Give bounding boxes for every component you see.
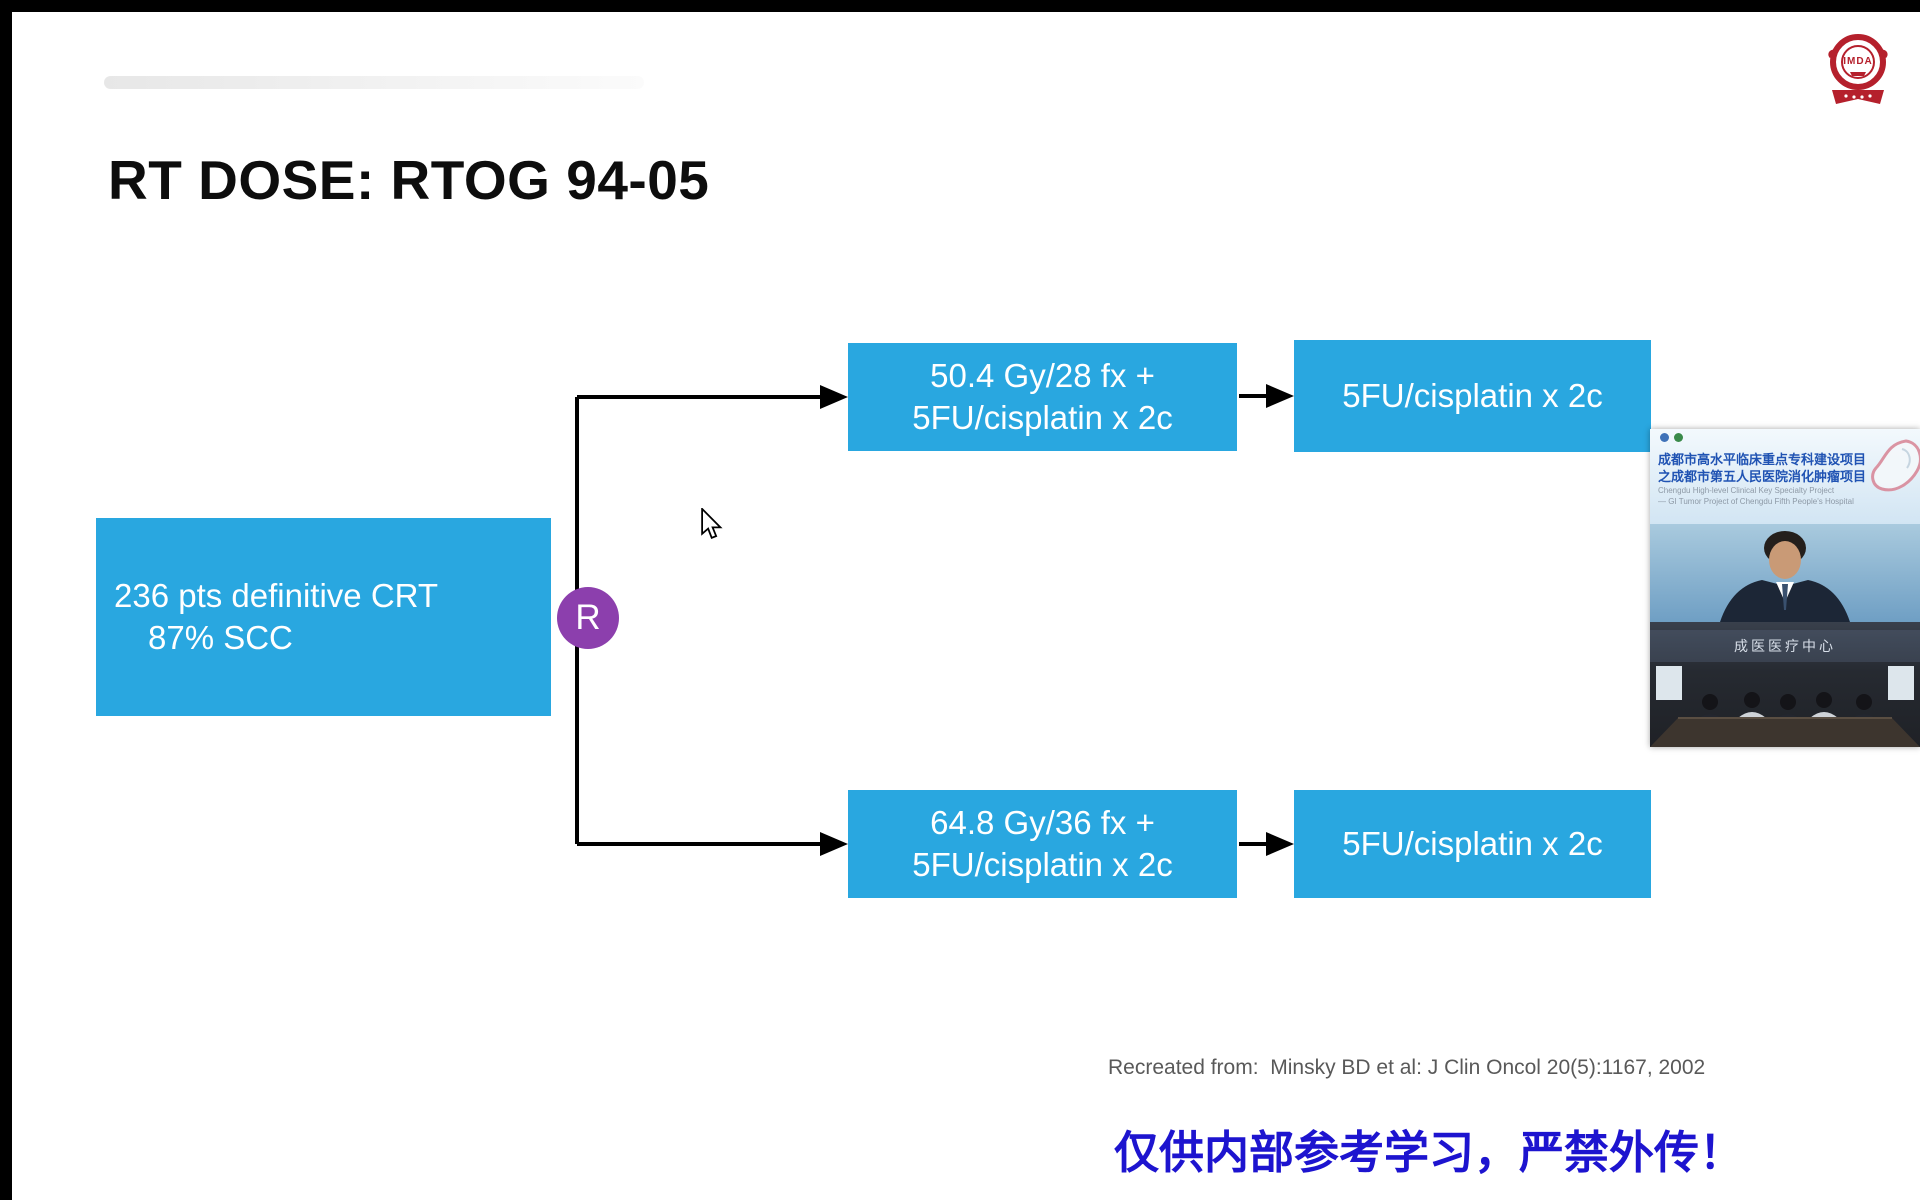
banner-subtitle-line2: — GI Tumor Project of Chengdu Fifth Peop… [1658,497,1854,506]
banner-badge-icon [1674,433,1683,442]
arm1-treatment-line-1: 50.4 Gy/28 fx + [930,357,1155,394]
logo-text: IMDA [1843,56,1873,67]
room-banner-text: 成医医疗中心 [1650,630,1920,662]
arm1-followup-label: 5FU/cisplatin x 2c [1342,377,1603,414]
crest-icon [1828,34,1888,104]
meeting-room-video: 成医医疗中心 [1650,622,1920,747]
banner-subtitle-line1: Chengdu High-level Clinical Key Specialt… [1658,486,1835,495]
side-screen-icon [1888,666,1914,700]
side-screen-icon [1656,666,1682,700]
arm2-followup-label: 5FU/cisplatin x 2c [1342,825,1603,862]
meeting-table [1650,718,1920,747]
arm2-treatment-line-1: 64.8 Gy/36 fx + [930,804,1155,841]
arm1-followup-box: 5FU/cisplatin x 2c [1294,340,1651,452]
speaker-video-window[interactable]: 成都市高水平临床重点专科建设项目 之成都市第五人民医院消化肿瘤项目 Chengd… [1650,429,1920,747]
speaker-avatar [1720,531,1850,622]
arm1-treatment-line-2: 5FU/cisplatin x 2c [912,399,1173,436]
meeting-room-art [1650,666,1920,747]
randomization-node: R [557,587,619,649]
arm2-treatment-box: 64.8 Gy/36 fx + 5FU/cisplatin x 2c [848,790,1237,898]
arm2-followup-arrowhead [1266,832,1294,856]
banner-title-line1: 成都市高水平临床重点专科建设项目 [1658,452,1867,467]
entry-line-1: 236 pts definitive CRT [114,577,439,614]
screen-edge-top [0,0,1920,12]
stomach-icon [1871,439,1920,492]
banner-badge-icon [1660,433,1669,442]
hospital-logo: IMDA [1824,32,1892,112]
video-header-banner: 成都市高水平临床重点专科建设项目 之成都市第五人民医院消化肿瘤项目 Chengd… [1650,429,1920,524]
confidential-warning: 仅供内部参考学习，严禁外传！ [1114,1127,1745,1178]
arm2-treatment-line-2: 5FU/cisplatin x 2c [912,846,1173,883]
slide-title: RT DOSE: RTOG 94-05 [108,149,710,211]
entry-box: 236 pts definitive CRT 87% SCC [96,518,551,716]
screen-edge-left [0,0,12,1200]
arm2-arrowhead [820,832,848,856]
randomization-label: R [575,598,601,637]
arm1-followup-arrowhead [1266,384,1294,408]
banner-badges [1660,433,1683,442]
entry-line-2: 87% SCC [148,619,293,656]
arm1-arrowhead [820,385,848,409]
cursor-pointer [701,508,723,540]
slide-accent-bar [104,76,644,89]
arm1-treatment-box: 50.4 Gy/28 fx + 5FU/cisplatin x 2c [848,343,1237,451]
attendee-silhouette [1696,692,1878,720]
banner-title-line2: 之成都市第五人民医院消化肿瘤项目 [1658,469,1867,484]
speaker-video [1650,524,1920,622]
citation-text: Recreated from: Minsky BD et al: J Clin … [1108,1056,1706,1079]
arm2-followup-box: 5FU/cisplatin x 2c [1294,790,1651,898]
